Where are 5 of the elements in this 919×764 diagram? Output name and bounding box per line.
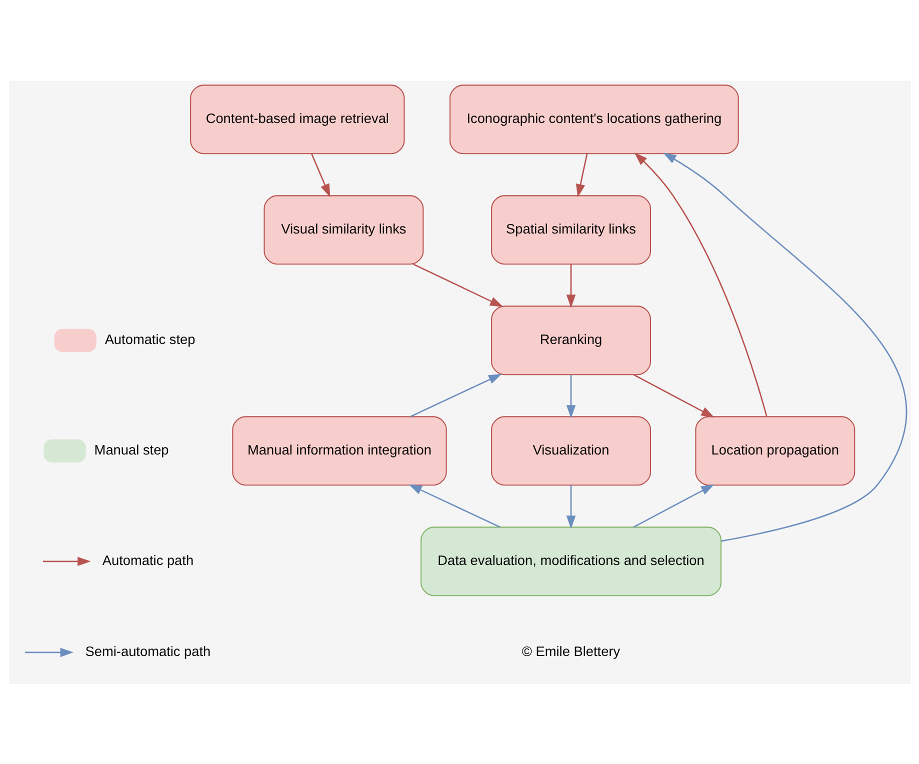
legend-label: Semi-automatic path	[84, 644, 210, 659]
legend-label: Automatic path	[102, 552, 194, 568]
label: © Emile Blettery	[521, 644, 620, 659]
legend-label: Manual step	[94, 442, 168, 457]
legend-label: Automatic step	[104, 331, 195, 346]
